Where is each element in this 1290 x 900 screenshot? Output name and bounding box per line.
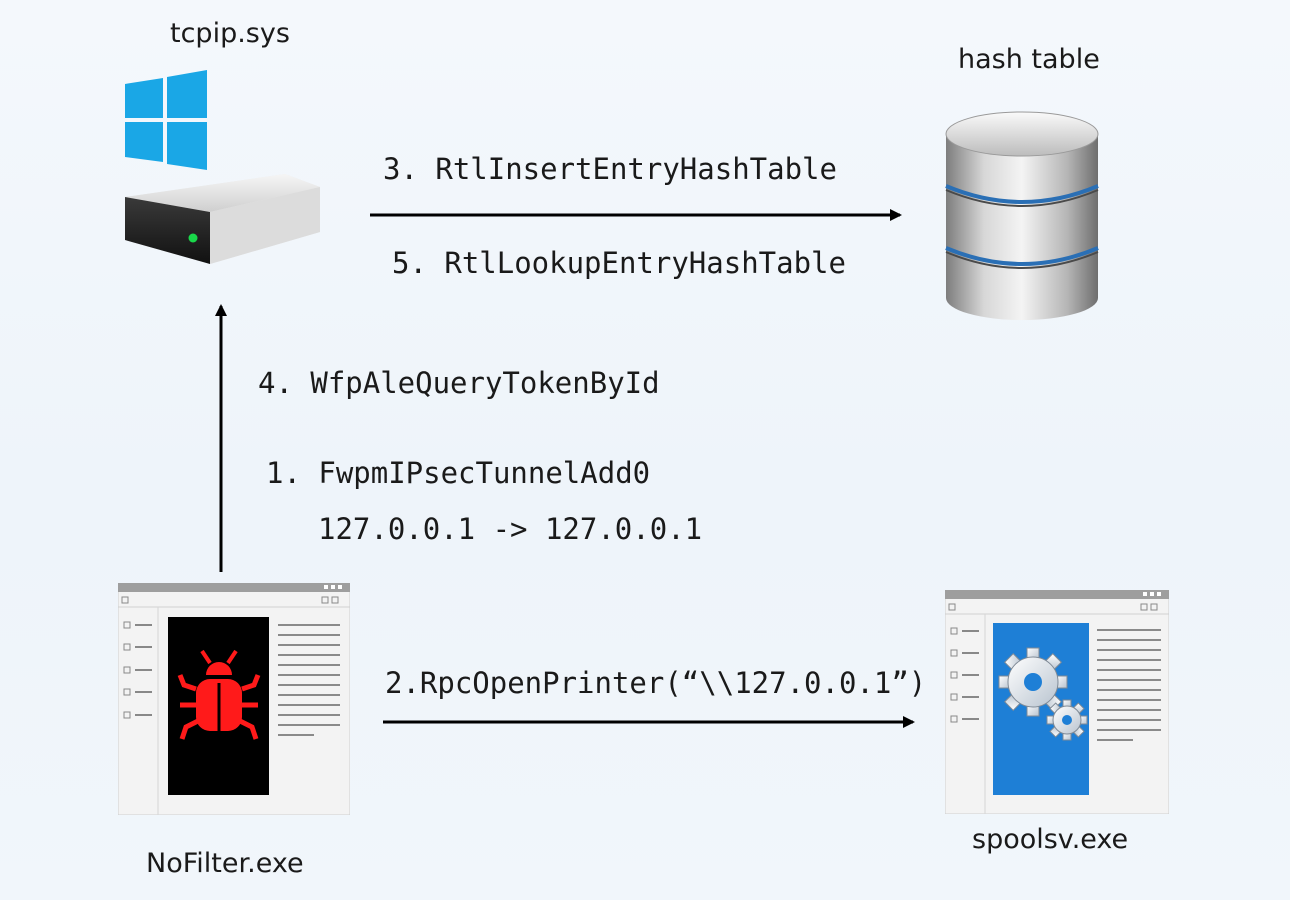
- nofilter-label: NoFilter.exe: [146, 848, 304, 879]
- malware-window-icon: [118, 583, 350, 815]
- tcpip-node: [115, 62, 325, 272]
- database-icon: [945, 111, 1099, 320]
- gears-icon: [998, 647, 1088, 741]
- spoolsv-node: [945, 590, 1169, 814]
- windows-server-icon: [125, 70, 320, 264]
- service-window-icon: [945, 590, 1169, 814]
- edge-label-lookup: 5. RtlLookupEntryHashTable: [392, 246, 846, 280]
- tcpip-label: tcpip.sys: [170, 18, 290, 49]
- edge-label-tunnel-addr: 127.0.0.1 -> 127.0.0.1: [318, 512, 703, 546]
- windows-logo-icon: [125, 70, 207, 170]
- nofilter-node: [118, 583, 350, 815]
- hash-table-node: [942, 108, 1102, 323]
- edge-label-insert: 3. RtlInsertEntryHashTable: [383, 152, 837, 186]
- edge-label-query-token: 4. WfpAleQueryTokenById: [258, 366, 660, 400]
- hash-table-label: hash table: [958, 44, 1100, 75]
- spoolsv-label: spoolsv.exe: [972, 824, 1129, 855]
- bug-icon: [177, 649, 261, 740]
- edge-label-tunnel-add: 1. FwpmIPsecTunnelAdd0: [266, 456, 651, 490]
- edge-label-open-printer: 2.RpcOpenPrinter(“\\127.0.0.1”): [385, 666, 927, 700]
